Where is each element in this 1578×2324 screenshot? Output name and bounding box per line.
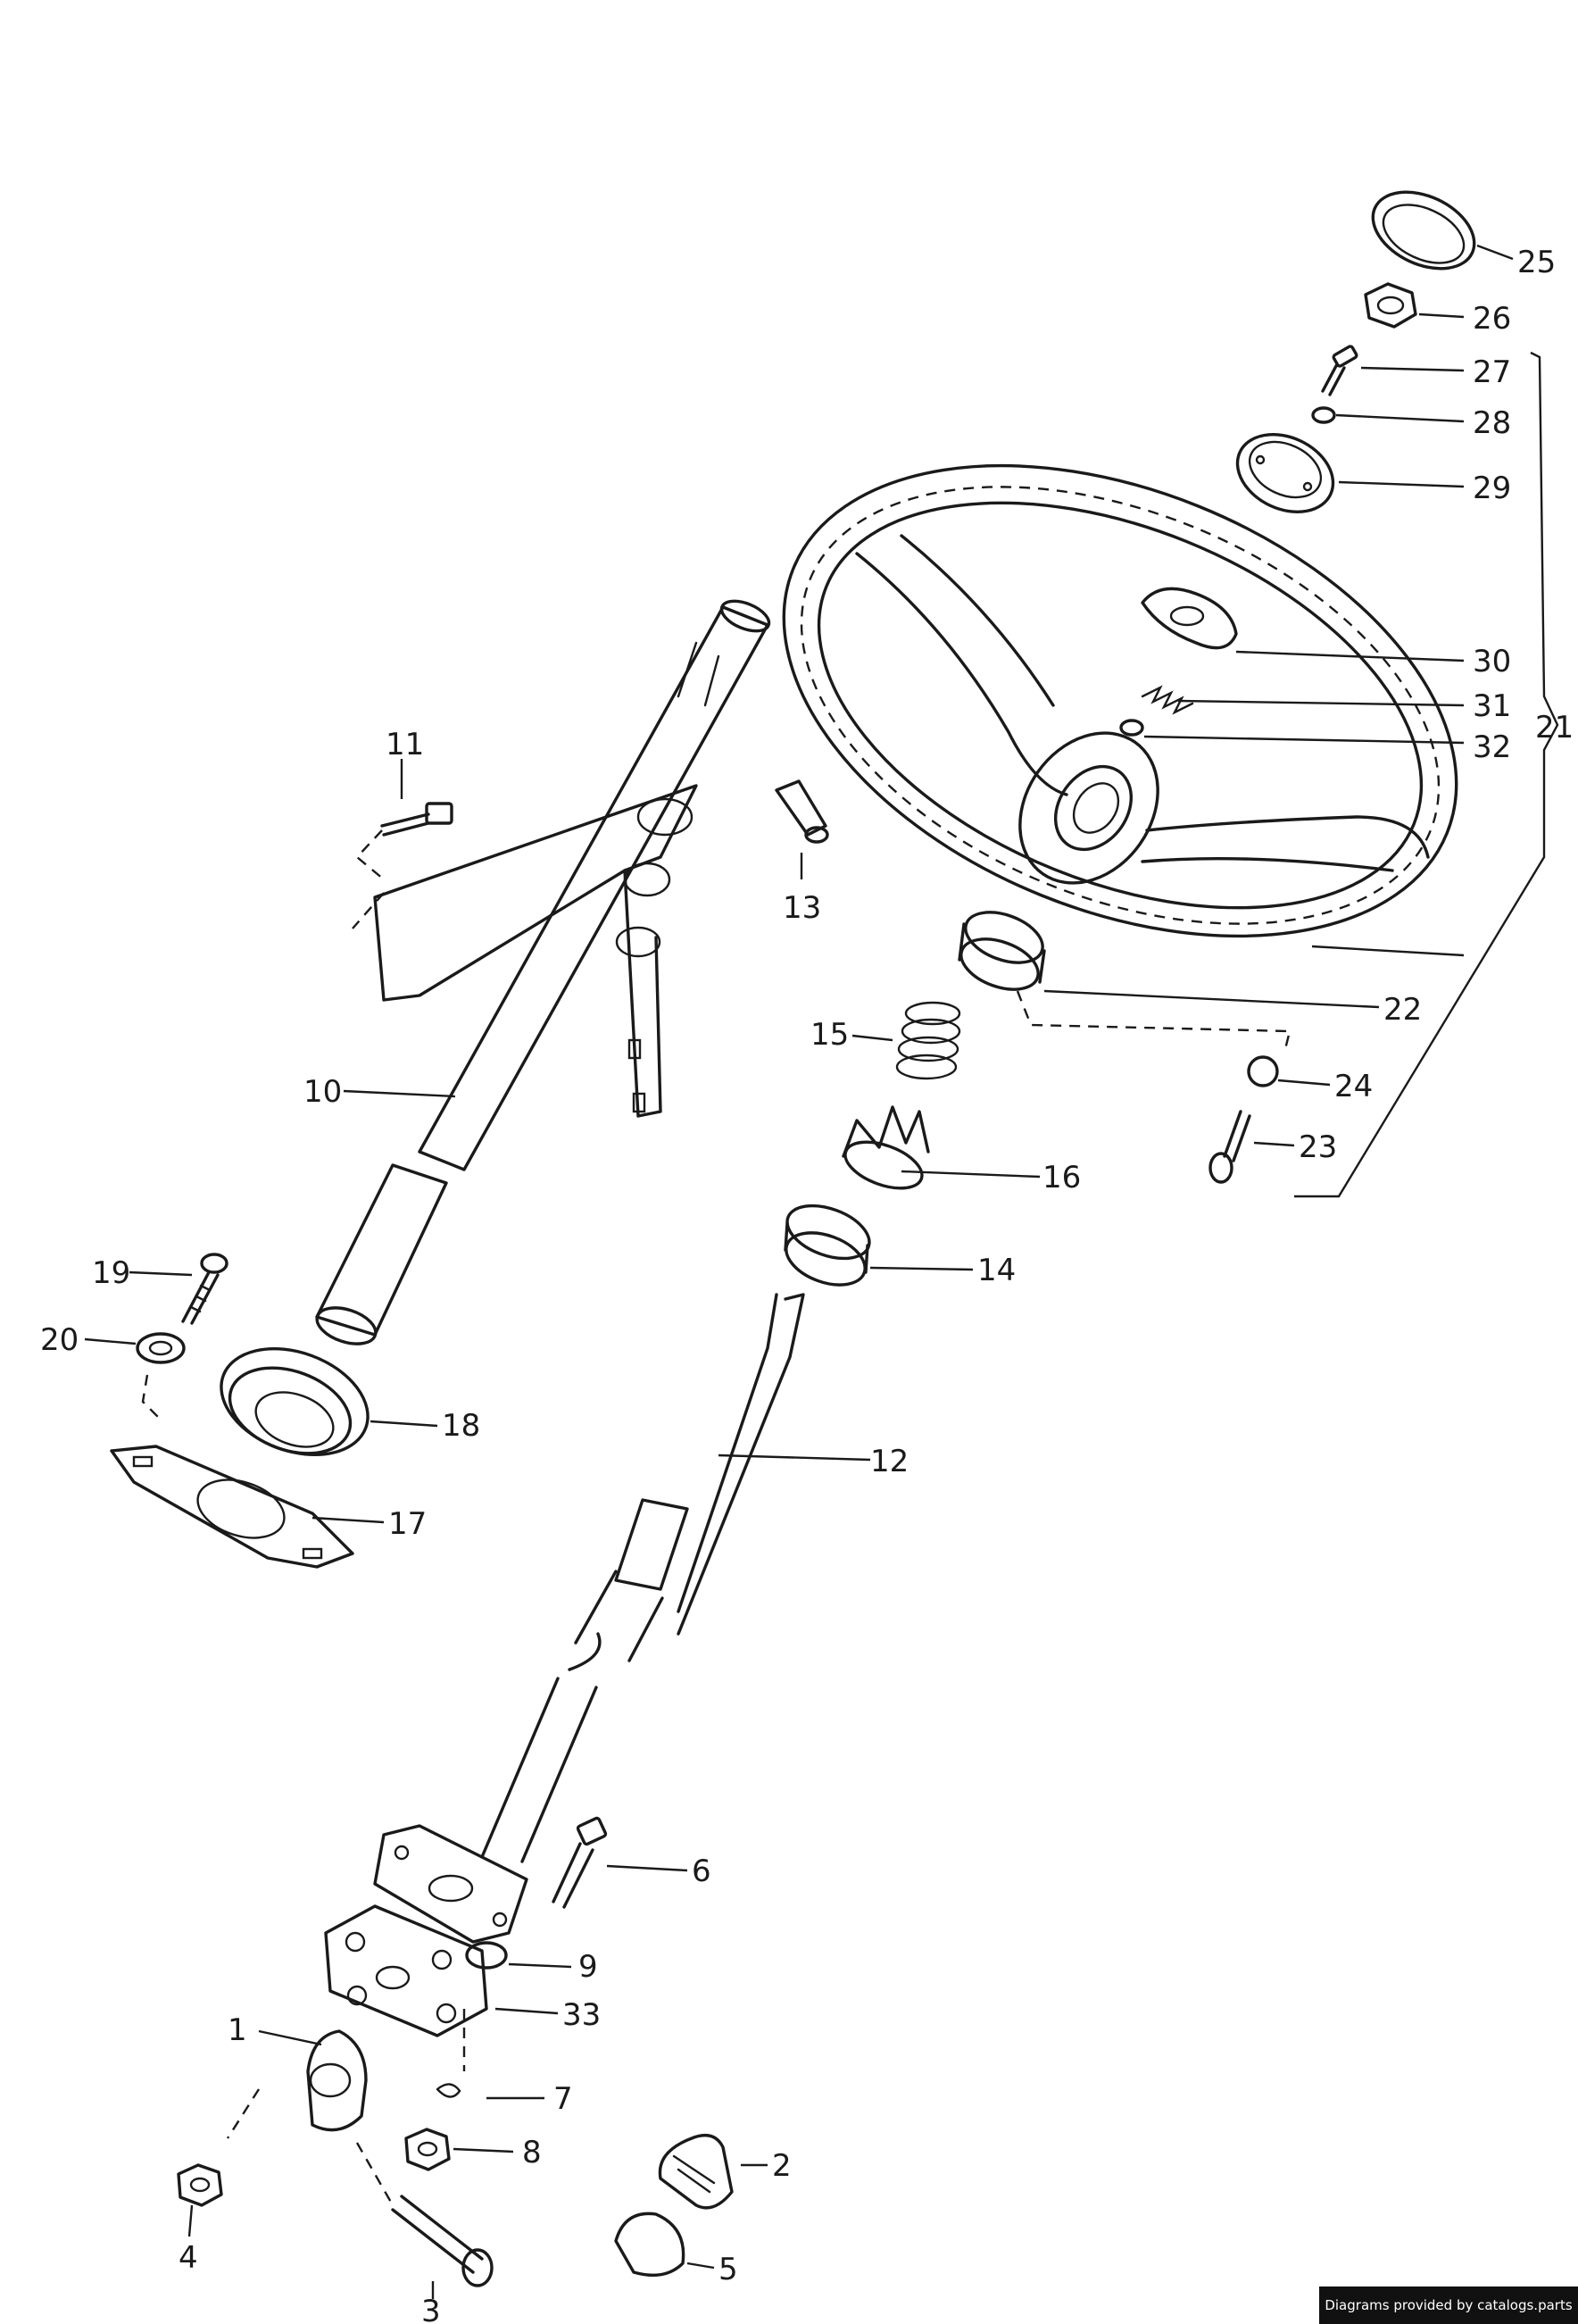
callout-20: 20	[40, 1322, 79, 1358]
grommet-18	[220, 1347, 370, 1456]
assembly-guides	[141, 829, 1291, 2206]
lower-joint-1	[306, 2029, 368, 2132]
gasket-plate-17	[110, 1445, 354, 1569]
washer-32	[1119, 719, 1144, 737]
callout-5: 5	[718, 2252, 738, 2287]
callout-labels: 25 26 27 28 29 30 31 32 21 22 24 23 16 1…	[40, 245, 1574, 2324]
callout-17: 17	[388, 1506, 427, 1542]
washer-20	[136, 1332, 186, 1364]
bolt-6	[552, 1816, 608, 1909]
callout-1: 1	[228, 2012, 247, 2048]
spring-31	[1141, 685, 1194, 715]
hex-nut-4	[177, 2163, 223, 2207]
screw-23	[1208, 1110, 1251, 1184]
screw-19	[181, 1253, 228, 1325]
callout-12: 12	[870, 1444, 909, 1479]
callout-7: 7	[553, 2081, 573, 2117]
flange-plate	[373, 1824, 528, 1944]
clamp-2	[658, 2134, 734, 2210]
small-screw-27	[1321, 345, 1358, 396]
cancel-cam-22	[958, 911, 1046, 991]
contact-plate-29	[1235, 433, 1335, 513]
steering-wheel	[782, 463, 1458, 938]
column-bracket	[373, 784, 698, 1118]
bearing-14	[784, 1204, 871, 1287]
flexible-joint-33	[324, 1904, 488, 2037]
steering-shaft-12	[480, 1293, 805, 1863]
callout-22: 22	[1383, 992, 1422, 1028]
column-tube-10	[418, 599, 771, 1171]
callout-24: 24	[1334, 1069, 1373, 1104]
callout-32: 32	[1473, 729, 1511, 765]
hex-nut-8	[404, 2128, 451, 2171]
callout-21: 21	[1535, 710, 1574, 746]
horn-contact-30	[1141, 587, 1238, 650]
callout-14: 14	[977, 1253, 1016, 1288]
washer-9	[465, 1941, 508, 1970]
bolt-11	[380, 802, 453, 837]
star-washer-24	[1247, 1055, 1279, 1087]
spring-15	[895, 1001, 961, 1080]
callout-25: 25	[1517, 245, 1556, 280]
bolt-3	[391, 2195, 494, 2287]
callout-19: 19	[92, 1255, 130, 1291]
callout-6: 6	[692, 1853, 711, 1889]
washer-28	[1311, 406, 1336, 424]
callout-8: 8	[522, 2135, 542, 2170]
callout-15: 15	[810, 1017, 849, 1053]
callout-2: 2	[772, 2148, 792, 2184]
callout-4: 4	[179, 2240, 198, 2276]
callout-27: 27	[1473, 354, 1511, 390]
callout-28: 28	[1473, 405, 1511, 441]
callout-18: 18	[442, 1408, 480, 1444]
callout-9: 9	[578, 1949, 598, 1985]
credit-banner: Diagrams provided by catalogs.parts	[1319, 2287, 1578, 2324]
callout-23: 23	[1299, 1129, 1337, 1165]
callout-11: 11	[386, 727, 424, 762]
callout-26: 26	[1473, 301, 1511, 337]
clip-5	[614, 2212, 685, 2277]
screw-13	[775, 779, 829, 844]
contact-ring-16	[842, 1105, 930, 1190]
column-sleeve-lower	[315, 1163, 448, 1345]
callout-16: 16	[1042, 1160, 1081, 1195]
callout-33: 33	[562, 1997, 601, 2033]
callout-10: 10	[303, 1074, 342, 1110]
callout-31: 31	[1473, 688, 1511, 724]
hex-nut-top	[1364, 282, 1417, 329]
callout-29: 29	[1473, 471, 1511, 506]
callout-30: 30	[1473, 644, 1511, 679]
lock-washer-7	[436, 2083, 461, 2098]
horn-ring-cap	[1371, 190, 1476, 271]
callout-3: 3	[421, 2294, 441, 2324]
callout-13: 13	[783, 890, 821, 926]
leader-lines	[84, 244, 1559, 2299]
